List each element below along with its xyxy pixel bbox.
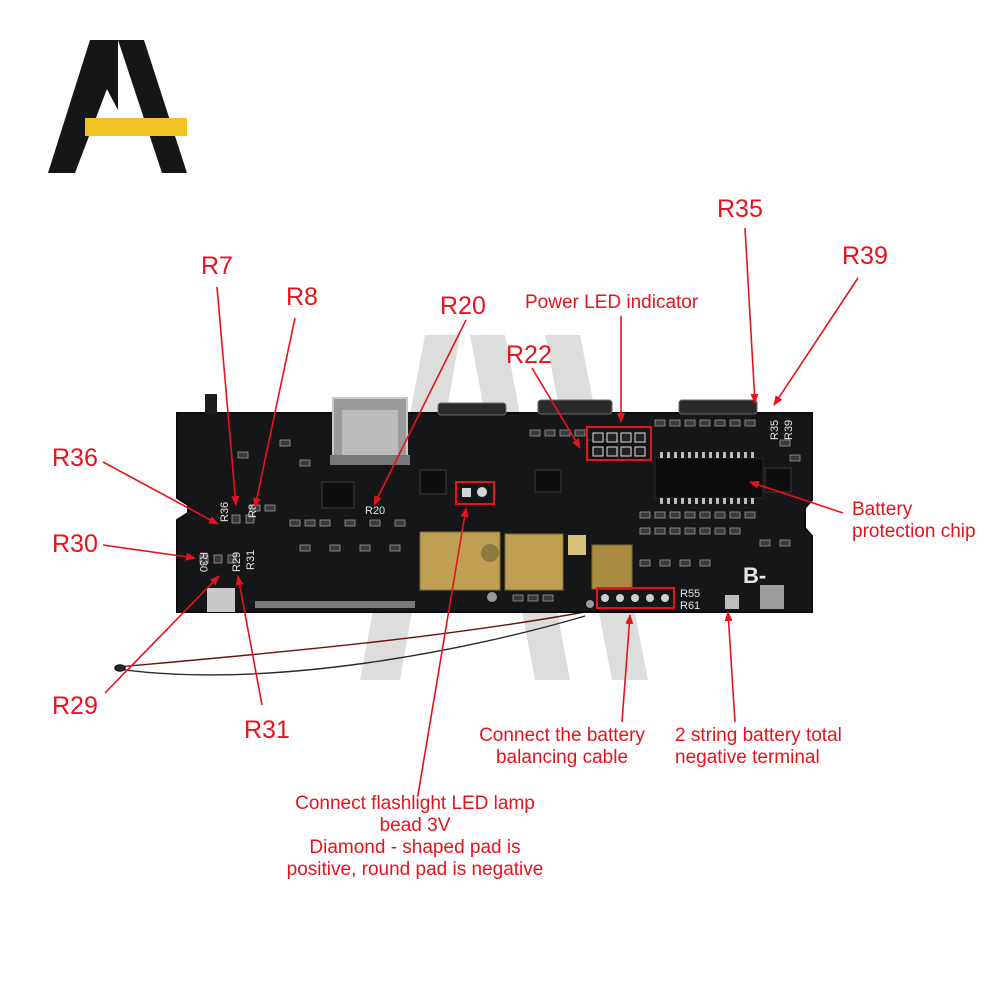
label-balance-line2: balancing cable [495, 747, 629, 768]
balance-pad-highlight [596, 587, 675, 609]
arrow-r31 [235, 575, 263, 706]
arrow-r29 [104, 575, 220, 694]
label-flashlight-line4: positive, round pad is negative [286, 859, 544, 880]
silk-r31: R31 [245, 550, 257, 570]
silk-r55: R55 [680, 588, 700, 600]
silk-r61: R61 [680, 600, 700, 612]
label-flashlight-line3: Diamond - shaped pad is [309, 837, 521, 858]
label-r30: R30 [52, 530, 98, 558]
arrow-r22 [531, 367, 581, 449]
highlight-boxes [455, 426, 675, 609]
arrow-r35 [744, 227, 759, 404]
label-flashlight: Connect flashlight LED lamp bead 3V Diam… [255, 793, 575, 881]
arrow-r7 [216, 286, 240, 506]
power-led-highlight [586, 426, 652, 461]
silk-r36: R36 [219, 502, 231, 522]
arrow-balance [621, 614, 634, 723]
thermistor-wire [114, 611, 586, 676]
silk-r30: R30 [197, 552, 209, 572]
flashlight-pad-highlight [455, 481, 495, 505]
arrow-flashlight [417, 507, 469, 796]
label-r39: R39 [842, 242, 888, 270]
arrow-r36 [102, 461, 219, 525]
brand-logo [48, 40, 187, 173]
silk-r8: R8 [247, 504, 259, 518]
label-balance: Connect the battery balancing cable [452, 725, 672, 769]
silk-r35: R35 [769, 420, 781, 440]
label-r22: R22 [506, 341, 552, 369]
label-negative-line2: negative terminal [675, 747, 820, 768]
silk-b-minus: B- [743, 563, 766, 588]
label-negative: 2 string battery total negative terminal [675, 725, 842, 769]
label-r7: R7 [201, 252, 233, 280]
arrow-r8 [252, 317, 296, 508]
label-battery-chip-line2: protection chip [852, 521, 976, 542]
pcb-board [176, 394, 813, 613]
label-battery-chip: Battery protection chip [852, 499, 976, 543]
label-r20: R20 [440, 292, 486, 320]
label-battery-chip-line1: Battery [852, 499, 913, 520]
arrow-battery-chip [749, 481, 844, 514]
leader-lines [102, 227, 859, 796]
arrow-r39 [773, 277, 859, 406]
silk-r29: R29 [231, 552, 243, 572]
arrow-r30 [102, 544, 196, 561]
label-negative-line1: 2 string battery total [675, 725, 842, 746]
label-flashlight-line1: Connect flashlight LED lamp [295, 793, 535, 814]
label-power-led: Power LED indicator [525, 292, 699, 313]
label-r31: R31 [244, 716, 290, 744]
silk-r20: R20 [365, 505, 385, 517]
arrow-r20 [373, 319, 467, 506]
arrow-negative [724, 611, 736, 723]
label-r36: R36 [52, 444, 98, 472]
label-r29: R29 [52, 692, 98, 720]
silk-r39: R39 [783, 420, 795, 440]
label-r8: R8 [286, 283, 318, 311]
label-flashlight-line2: bead 3V [379, 815, 451, 836]
label-balance-line1: Connect the battery [479, 725, 645, 746]
label-r35: R35 [717, 195, 763, 223]
